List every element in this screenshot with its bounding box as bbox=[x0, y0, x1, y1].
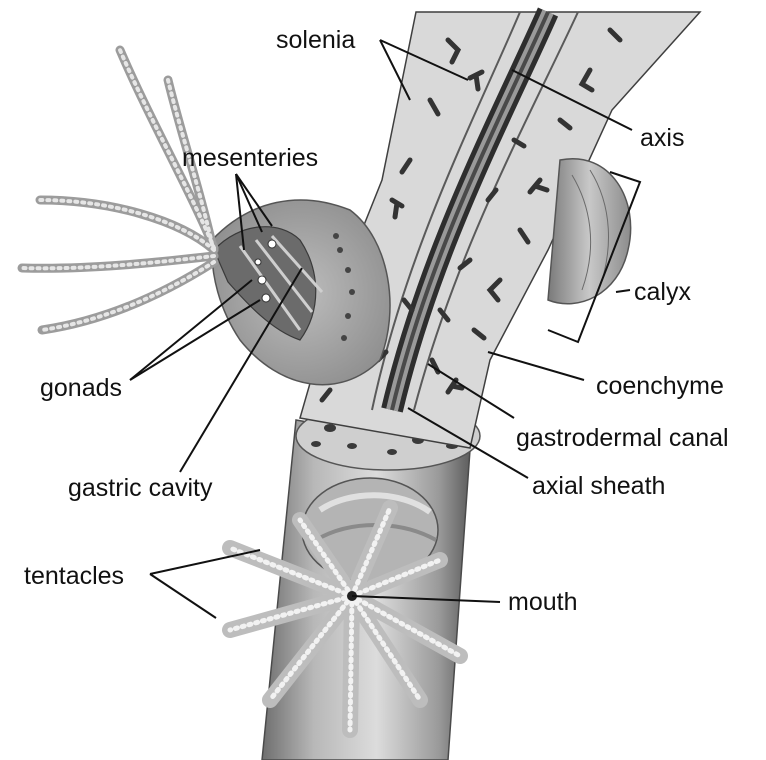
label-gonads: gonads bbox=[40, 374, 122, 402]
label-solenia: solenia bbox=[276, 26, 355, 54]
label-gastrodermal-canal: gastrodermal canal bbox=[516, 424, 729, 452]
label-mouth: mouth bbox=[508, 588, 577, 616]
label-gastric-cavity: gastric cavity bbox=[68, 474, 213, 502]
label-axial-sheath: axial sheath bbox=[532, 472, 665, 500]
label-tentacles: tentacles bbox=[24, 562, 124, 590]
label-coenchyme: coenchyme bbox=[596, 372, 724, 400]
label-mesenteries: mesenteries bbox=[182, 144, 318, 172]
label-axis: axis bbox=[640, 124, 684, 152]
calyx-shape bbox=[548, 159, 631, 304]
label-calyx: calyx bbox=[634, 278, 691, 306]
